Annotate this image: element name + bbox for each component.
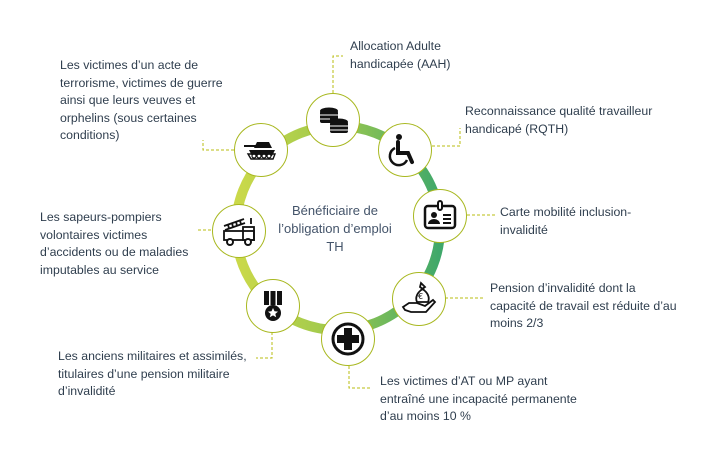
label-line: d’accidents ou de maladies	[40, 245, 189, 259]
label-line: orphelins (sous certaines	[60, 110, 197, 125]
label-line: Allocation Adulte	[350, 39, 441, 53]
leader-militaires	[256, 332, 273, 359]
center-title: Bénéficiaire de l’obligation d’emploi TH	[270, 202, 400, 256]
label-line: d’au moins 10 %	[380, 409, 471, 423]
label-carte: Carte mobilité inclusion- invalidité	[500, 204, 631, 239]
center-line: Bénéficiaire de	[292, 203, 378, 218]
leader-aah	[332, 55, 343, 93]
tank-icon	[244, 142, 277, 160]
label-line: Les victimes d’AT ou MP ayant	[380, 374, 548, 388]
label-line: capacité de travail est réduite d’au	[490, 298, 677, 313]
label-line: invalidité	[500, 222, 548, 237]
label-line: Les anciens militaires et assimilés,	[58, 349, 247, 363]
leader-at	[348, 366, 372, 389]
label-line: Pension d’invalidité dont la	[490, 281, 636, 295]
label-line: d’invalidité	[58, 384, 116, 398]
leader-terrorisme	[202, 140, 234, 151]
label-line: Carte mobilité inclusion-	[500, 205, 632, 219]
label-pompiers: Les sapeurs-pompiers volontaires victime…	[40, 209, 188, 279]
leader-rqth	[432, 128, 461, 147]
label-militaires: Les anciens militaires et assimilés, tit…	[58, 348, 247, 401]
label-at-mp: Les victimes d’AT ou MP ayant entraîné u…	[380, 373, 577, 426]
label-line: handicapé (RQTH)	[465, 121, 569, 136]
medical-cross-icon	[331, 322, 365, 356]
label-pension: Pension d’invalidité dont la capacité de…	[490, 280, 677, 333]
medal-icon	[264, 291, 282, 321]
label-line: entraîné une incapacité permanente	[380, 391, 577, 406]
label-line: Les sapeurs-pompiers	[40, 210, 162, 224]
money-bag-hand-icon: €	[401, 281, 437, 313]
label-line: terrorisme, victimes de guerre	[60, 75, 223, 90]
fire-truck-icon	[223, 218, 255, 246]
node-aah	[306, 93, 360, 147]
node-pension: €	[392, 272, 446, 326]
label-aah: Allocation Adulte handicapée (AAH)	[350, 38, 450, 73]
label-terrorisme: Les victimes d’un acte de terrorisme, vi…	[60, 57, 223, 145]
label-line: conditions)	[60, 128, 120, 142]
svg-text:€: €	[418, 292, 423, 301]
center-line: TH	[326, 239, 344, 254]
node-terrorisme	[234, 123, 288, 177]
node-at-mp	[321, 312, 375, 366]
wheelchair-icon	[388, 134, 414, 167]
label-line: handicapée (AAH)	[350, 56, 451, 71]
node-rqth	[378, 123, 432, 177]
label-line: titulaires d’une pension militaire	[58, 366, 230, 381]
coins-icon	[320, 107, 348, 133]
node-pompiers	[212, 204, 266, 258]
label-line: Les victimes d’un acte de	[60, 58, 199, 72]
id-badge-icon	[423, 200, 457, 230]
node-carte	[413, 189, 467, 243]
node-militaires	[246, 279, 300, 333]
label-line: moins 2/3	[490, 316, 544, 330]
label-line: volontaires victimes	[40, 227, 148, 242]
label-line: imputables au service	[40, 262, 159, 277]
label-line: ainsi que leurs veuves et	[60, 93, 196, 107]
label-rqth: Reconnaissance qualité travailleur handi…	[465, 103, 652, 138]
center-line: l’obligation d’emploi	[278, 221, 392, 236]
label-line: Reconnaissance qualité travailleur	[465, 104, 653, 118]
